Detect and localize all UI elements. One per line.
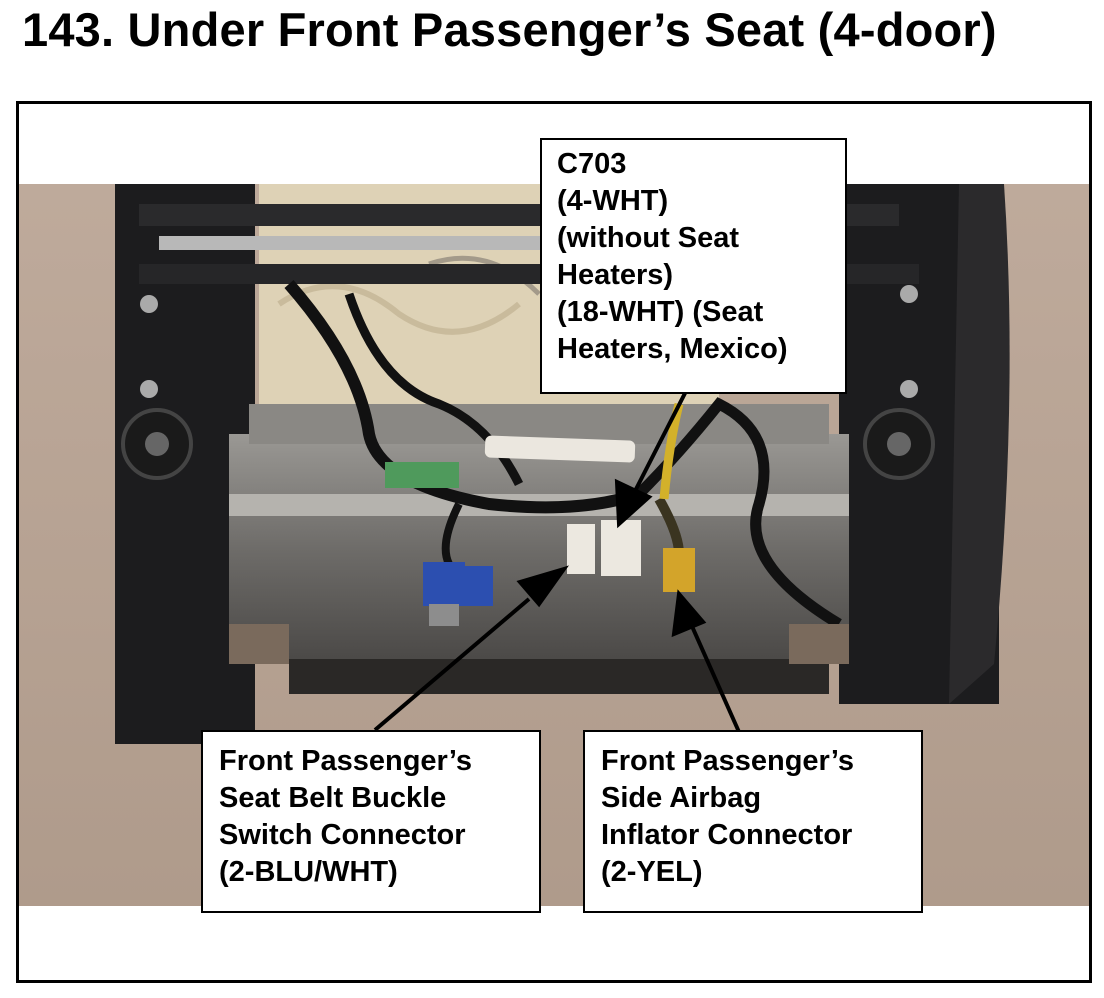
side-airbag-connector [663,548,695,592]
blue-connector [423,562,465,606]
metal-seat-pan [229,434,849,664]
callout-c703: C703 (4-WHT) (without Seat Heaters) (18-… [540,138,847,394]
callout-line: (18-WHT) (Seat [557,296,764,328]
callout-line: (4-WHT) [557,185,669,217]
callout-side-airbag: Front Passenger’s Side Airbag Inflator C… [583,730,923,913]
callout-line: Inflator Connector [601,819,853,851]
callout-line: Heaters, Mexico) [557,333,788,365]
callout-line: Switch Connector [219,819,466,851]
callout-line: Side Airbag [601,782,762,814]
figure-frame: C703 (4-WHT) (without Seat Heaters) (18-… [16,101,1092,983]
callout-line: (2-YEL) [601,856,703,888]
green-connector [385,462,459,488]
callout-line: C703 [557,148,627,180]
callout-line: Front Passenger’s [601,745,855,777]
c703-connector [601,520,641,576]
callout-line: Seat Belt Buckle [219,782,447,814]
callout-line: Heaters) [557,259,674,291]
seat-belt-buckle-connector [567,524,595,574]
page-title: 143. Under Front Passenger’s Seat (4-doo… [22,3,997,56]
callout-seat-belt-buckle: Front Passenger’s Seat Belt Buckle Switc… [201,730,541,913]
callout-line: Front Passenger’s [219,745,473,777]
callout-line: (2-BLU/WHT) [219,856,398,888]
callout-line: (without Seat [557,222,740,254]
